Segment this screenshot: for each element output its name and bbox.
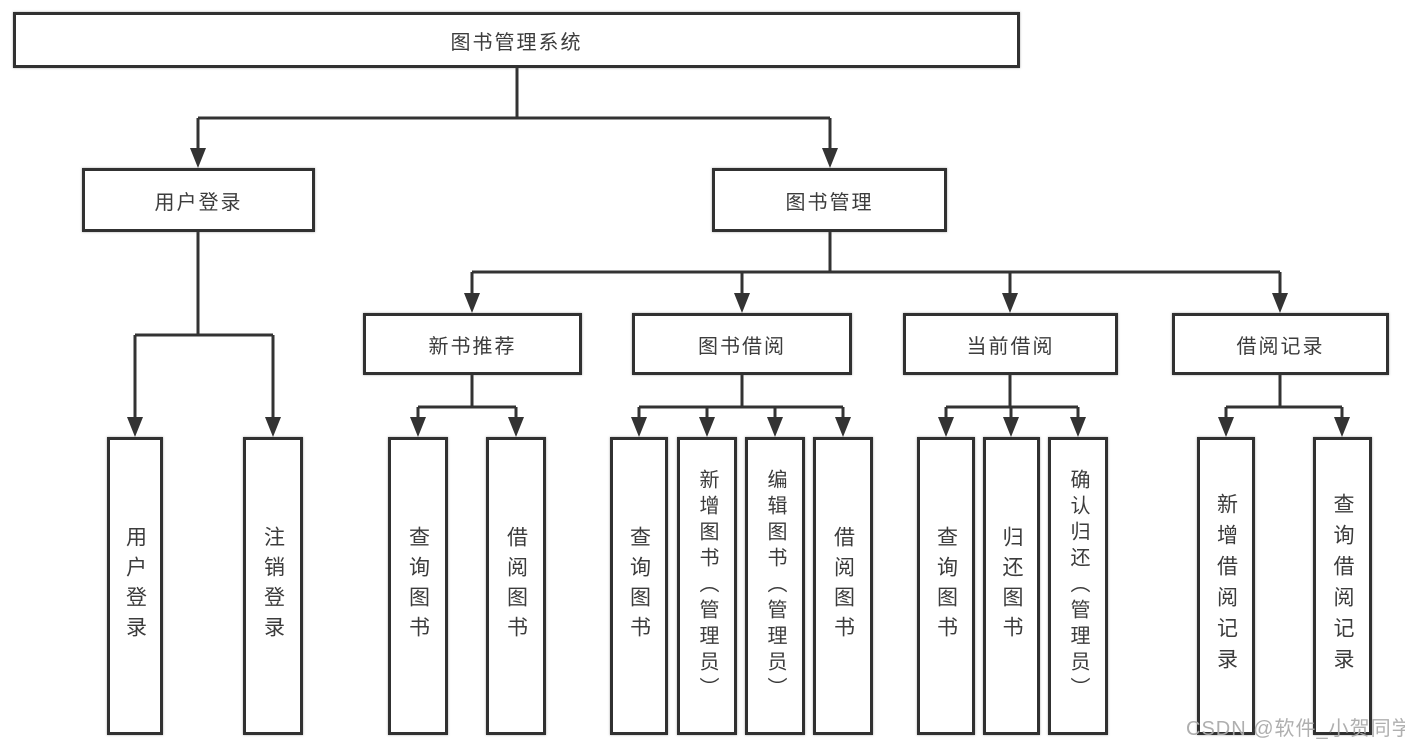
leaf-return-books: 归还图书 <box>983 437 1040 735</box>
leaf-add-book-admin: 新增图书（管理员） <box>677 437 737 735</box>
leaf-confirm-return-admin: 确认归还（管理员） <box>1048 437 1108 735</box>
node-current-borrowing: 当前借阅 <box>903 313 1118 375</box>
node-new-book-recommend: 新书推荐 <box>363 313 582 375</box>
arrowheads <box>127 148 1350 437</box>
csdn-watermark: CSDN @软件_小贺同学 <box>1186 718 1405 740</box>
node-borrowing-records: 借阅记录 <box>1172 313 1389 375</box>
leaf-query-books-recommend: 查询图书 <box>388 437 448 735</box>
leaf-query-books-borrowing: 查询图书 <box>610 437 668 735</box>
node-book-borrowing: 图书借阅 <box>632 313 852 375</box>
node-user-login: 用户登录 <box>82 168 315 232</box>
leaf-borrow-books-borrowing: 借阅图书 <box>813 437 873 735</box>
node-book-management: 图书管理 <box>712 168 947 232</box>
leaf-add-borrow-record: 新增借阅记录 <box>1197 437 1255 735</box>
leaf-logout: 注销登录 <box>243 437 303 735</box>
leaf-query-books-current: 查询图书 <box>917 437 975 735</box>
leaf-user-login: 用户登录 <box>107 437 163 735</box>
node-system-root: 图书管理系统 <box>13 12 1020 68</box>
leaf-borrow-books-recommend: 借阅图书 <box>486 437 546 735</box>
leaf-edit-book-admin: 编辑图书（管理员） <box>745 437 805 735</box>
leaf-query-borrow-record: 查询借阅记录 <box>1313 437 1372 735</box>
